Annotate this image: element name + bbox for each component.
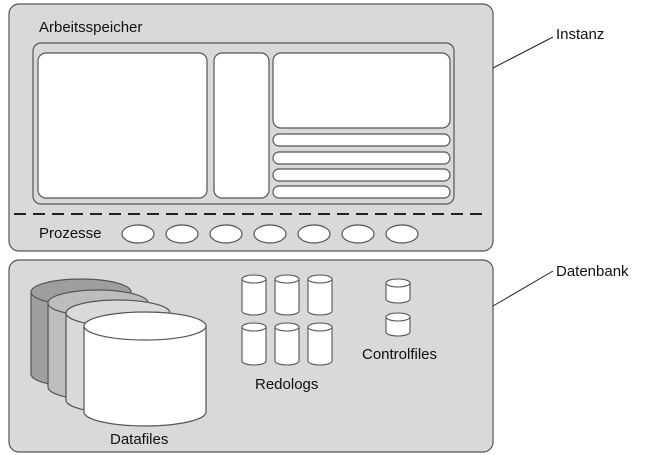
database-group: Datafiles (8, 259, 494, 453)
process-ellipse (253, 224, 287, 244)
processes-label: Prozesse (39, 225, 102, 242)
process-list (121, 224, 419, 244)
process-ellipse (165, 224, 199, 244)
process-ellipse (209, 224, 243, 244)
memory-block-upper-right (272, 52, 451, 129)
instance-group: Arbeitsspeicher Prozesse (8, 3, 494, 252)
memory-buffer-bar (272, 151, 451, 165)
database-label: Datenbank (556, 263, 629, 280)
process-ellipse (385, 224, 419, 244)
controlfile-cylinder (385, 278, 411, 304)
memory-title: Arbeitsspeicher (39, 19, 142, 36)
redolog-cylinder (241, 322, 267, 366)
datafiles-label: Datafiles (110, 431, 168, 448)
datafiles-stack (30, 278, 207, 427)
memory-block-large (37, 52, 208, 199)
memory-buffer-bar (272, 133, 451, 147)
redolog-cylinder (274, 274, 300, 316)
redologs-group (241, 274, 333, 366)
controlfiles-label: Controlfiles (362, 346, 437, 363)
process-ellipse (341, 224, 375, 244)
instance-callout-line (492, 36, 554, 69)
datafile-cylinder (83, 311, 207, 427)
redolog-cylinder (307, 322, 333, 366)
memory-buffer-bar (272, 185, 451, 199)
memory-block-narrow (213, 52, 270, 199)
redolog-cylinder (274, 322, 300, 366)
process-ellipse (121, 224, 155, 244)
redolog-cylinder (241, 274, 267, 316)
instance-label: Instanz (556, 26, 604, 43)
database-callout-line (492, 270, 554, 307)
process-ellipse (297, 224, 331, 244)
memory-buffer-bar (272, 168, 451, 182)
redolog-cylinder (307, 274, 333, 316)
redologs-label: Redologs (255, 376, 318, 393)
controlfiles-group (385, 278, 411, 337)
controlfile-cylinder (385, 312, 411, 337)
